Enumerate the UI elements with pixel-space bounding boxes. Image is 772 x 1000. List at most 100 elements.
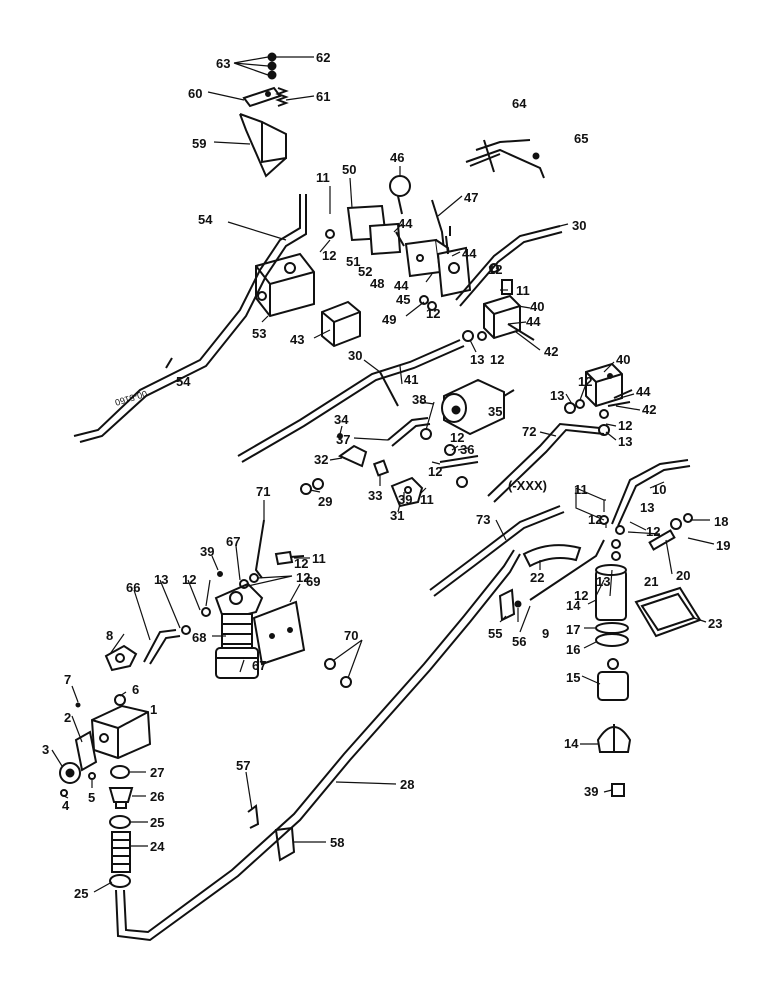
part-58-bracket (274, 826, 296, 862)
part-60-link-plate (242, 86, 282, 108)
callout-12f: 12 (450, 430, 464, 445)
pipe-54 (73, 194, 307, 443)
callout-13c: 13 (618, 434, 632, 449)
callout-59: 59 (192, 136, 206, 151)
callout-35: 35 (488, 404, 502, 419)
callout-20: 20 (676, 568, 690, 583)
leader-lines (51, 56, 715, 893)
callout-17: 17 (566, 622, 580, 637)
callout-40b: 40 (616, 352, 630, 367)
callout-34: 34 (334, 412, 349, 427)
part-3-drive-gear (59, 762, 81, 784)
callout-23: 23 (708, 616, 722, 631)
parts-layer (59, 52, 702, 942)
callout-11b: 11 (516, 283, 530, 298)
callout-52: 52 (358, 264, 372, 279)
callout-12b: 12 (488, 262, 502, 277)
callout-18: 18 (714, 514, 728, 529)
pipe-66 (143, 629, 181, 665)
callout-36: 36 (460, 442, 474, 457)
part-69-mounting-plate (252, 600, 306, 666)
part-39-drain-plug (611, 783, 625, 797)
callout-32: 32 (314, 452, 328, 467)
part-40-solenoid-block-lower (585, 362, 623, 408)
callout-24: 24 (150, 839, 165, 854)
part-26-adapter (108, 787, 134, 809)
part-62-63-washers (267, 52, 277, 80)
callout-49: 49 (382, 312, 396, 327)
callout-47: 47 (464, 190, 478, 205)
callout-12g: 12 (618, 418, 632, 433)
callout-14b: 14 (564, 736, 579, 751)
callout-46: 46 (390, 150, 404, 165)
callout-44d: 44 (526, 314, 541, 329)
callout-11a: 11 (316, 170, 330, 185)
callout-57: 57 (236, 758, 250, 773)
callout-13b: 13 (550, 388, 564, 403)
callout-13e: 13 (154, 572, 168, 587)
callout-51: 51 (346, 254, 360, 269)
part-45-control-valve (436, 226, 472, 298)
part-15-filter-head (597, 658, 629, 701)
callout-19: 19 (716, 538, 730, 553)
part-55-56-bracket (498, 588, 522, 622)
part-71-pipe (254, 519, 265, 579)
callout-63: 63 (216, 56, 230, 71)
callout-4: 4 (62, 798, 70, 813)
pipe-9 (529, 539, 605, 601)
callout-38: 38 (412, 392, 426, 407)
callout-12c: 12 (426, 306, 440, 321)
pipe-73 (429, 505, 565, 597)
callout-10: 10 (652, 482, 666, 497)
callout-44e: 44 (636, 384, 651, 399)
part-35-hydraulic-motor (441, 378, 515, 436)
callout-67a: 67 (226, 534, 240, 549)
callout-30b: 30 (348, 348, 362, 363)
callout-7: 7 (64, 672, 71, 687)
callout-53: 53 (252, 326, 266, 341)
callout-12n: 12 (574, 588, 588, 603)
callout-16: 16 (566, 642, 580, 657)
part-11-bolt (274, 550, 305, 566)
callout-39a: 39 (398, 492, 412, 507)
serial-range-marker: (-XXX) (508, 478, 547, 493)
callout-73: 73 (476, 512, 490, 527)
pipe-10 (611, 459, 691, 527)
callout-45: 45 (396, 292, 410, 307)
part-11-fitting-upper (501, 279, 513, 295)
part-50-cover-plate (346, 204, 405, 256)
callout-64: 64 (512, 96, 527, 111)
callout-14a: 14 (566, 598, 581, 613)
callout-70: 70 (344, 628, 358, 643)
callout-42b: 42 (642, 402, 656, 417)
callout-3: 3 (42, 742, 49, 757)
callout-33: 33 (368, 488, 382, 503)
callout-12a: 12 (322, 248, 336, 263)
callout-25b: 25 (74, 886, 88, 901)
callout-65: 65 (574, 131, 588, 146)
callout-5: 5 (88, 790, 95, 805)
pipe-42-44 (507, 323, 633, 407)
callout-6: 6 (132, 682, 139, 697)
callout-28: 28 (400, 777, 414, 792)
fittings-12-13 (181, 229, 625, 635)
callout-39c: 39 (584, 784, 598, 799)
callout-37: 37 (336, 432, 350, 447)
part-40-solenoid-block-upper (483, 294, 521, 340)
part-43-block (321, 300, 361, 348)
callout-31: 31 (390, 508, 404, 523)
callout-12k: 12 (294, 556, 308, 571)
callout-11e: 11 (312, 551, 326, 566)
callout-12m: 12 (182, 572, 196, 587)
callout-67b: 67 (252, 658, 266, 673)
callout-44b: 44 (462, 246, 477, 261)
callout-29: 29 (318, 494, 332, 509)
part-25-hose-clamp-lower (109, 874, 131, 888)
callout-54a: 54 (198, 212, 213, 227)
pipe-36-37 (387, 417, 479, 469)
callout-41: 41 (404, 372, 418, 387)
callout-12h: 12 (428, 464, 442, 479)
callout-27: 27 (150, 765, 164, 780)
part-17-16-seals (595, 622, 629, 647)
part-2-gasket (74, 730, 98, 772)
